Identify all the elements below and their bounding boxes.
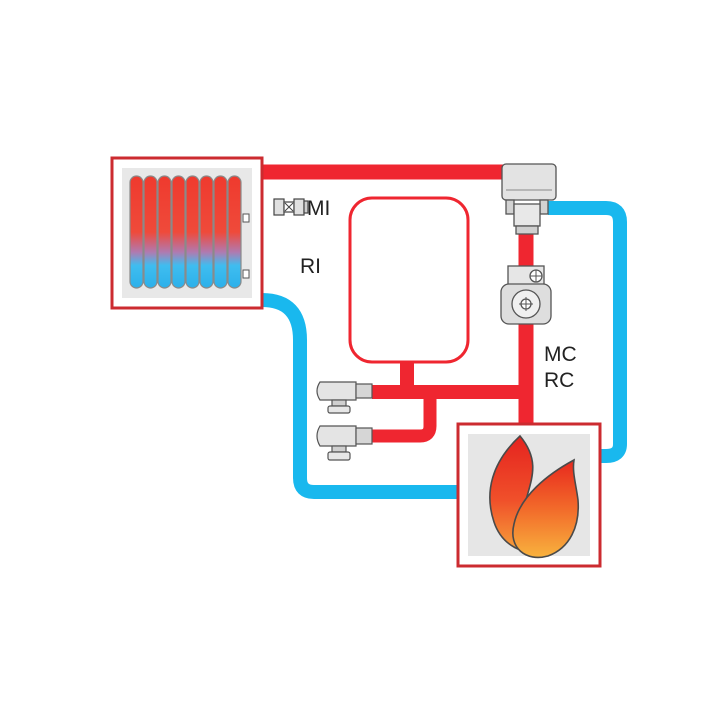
- fill-valve-icon: [316, 381, 373, 414]
- radiator-port-top: [242, 213, 250, 223]
- radiator: [110, 156, 264, 310]
- radiator-icon: [129, 175, 242, 289]
- flame-icon: [489, 434, 580, 559]
- label-mc: MC: [544, 343, 577, 366]
- motorized-valve-icon: [501, 163, 557, 235]
- cold-pipe-boiler-return: [548, 201, 627, 463]
- fill-valve-icon: [316, 425, 373, 461]
- label-ri: RI: [300, 255, 321, 278]
- mixing-valve-icon: [273, 198, 309, 216]
- hot-flow-pipes: [262, 164, 534, 443]
- hot-pipe-fill-loop: [372, 392, 437, 443]
- fill-valve-bottom: [316, 425, 373, 461]
- cold-pipe-radiator-return: [261, 293, 462, 499]
- cold-return-pipes: [261, 201, 627, 499]
- radiator-port-bottom: [242, 269, 250, 279]
- label-rc: RC: [544, 369, 574, 392]
- expansion-tank-icon: [348, 196, 470, 364]
- fill-valve-top: [316, 381, 373, 414]
- pump-icon: [500, 265, 552, 325]
- label-mi: MI: [307, 197, 330, 220]
- boiler: [456, 422, 602, 568]
